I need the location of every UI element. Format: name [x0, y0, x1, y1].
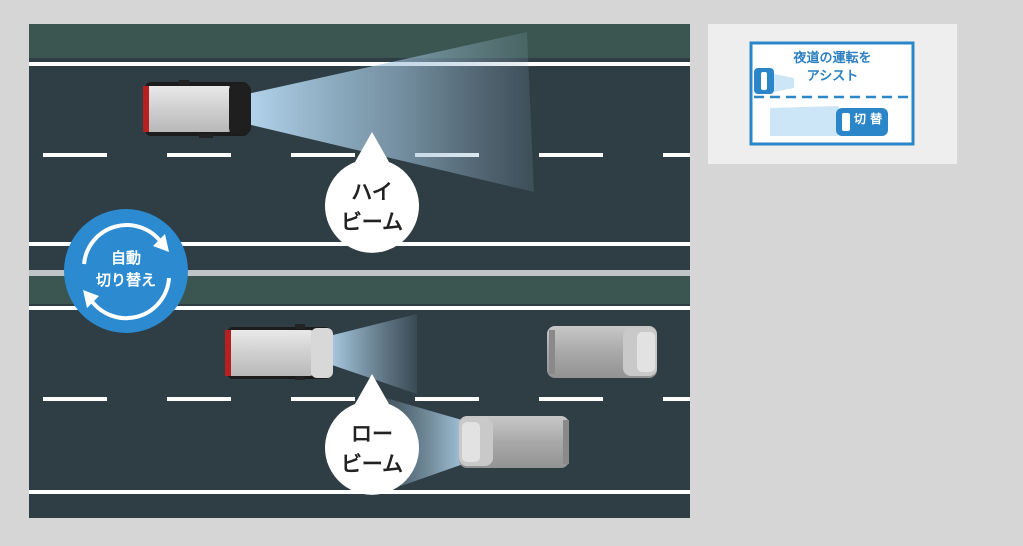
low-beam-label: ロー ビーム: [340, 422, 404, 476]
beam-diagram: ハイ ビーム ロー ビーム 自動 切り替え: [29, 24, 690, 518]
sign-lead-beam: [774, 74, 794, 92]
car-preceding: [547, 326, 657, 378]
car-low-beam: [225, 324, 333, 380]
top-edge-line: [29, 62, 690, 66]
auto-switch-label: 自動 切り替え: [95, 249, 156, 289]
high-beam-label: ハイ ビーム: [340, 180, 404, 234]
sign-lead-car-window: [761, 72, 767, 90]
sign-car-icon: [842, 113, 850, 131]
auto-switch-badge: [64, 209, 188, 333]
sign-switch-label: 切 替: [854, 112, 883, 126]
car-high-beam: [143, 80, 251, 138]
low-beam-bubble: [325, 374, 419, 495]
assist-sign-panel: 夜道の運転を アシスト 切 替: [708, 24, 957, 164]
road-separator: [29, 270, 690, 276]
car-oncoming: [459, 416, 569, 468]
high-beam-bubble: [325, 132, 419, 253]
bottom-lane-dashes: [43, 397, 690, 401]
bottom-edge-line: [29, 306, 690, 310]
sign-main-beam: [770, 106, 846, 136]
high-beam-cone: [247, 32, 534, 192]
assist-sign: [749, 41, 915, 146]
sign-title: 夜道の運転を アシスト: [793, 51, 872, 84]
top-median: [29, 24, 690, 58]
low-beam-cone-near: [329, 314, 417, 394]
road-scene: [29, 24, 690, 518]
